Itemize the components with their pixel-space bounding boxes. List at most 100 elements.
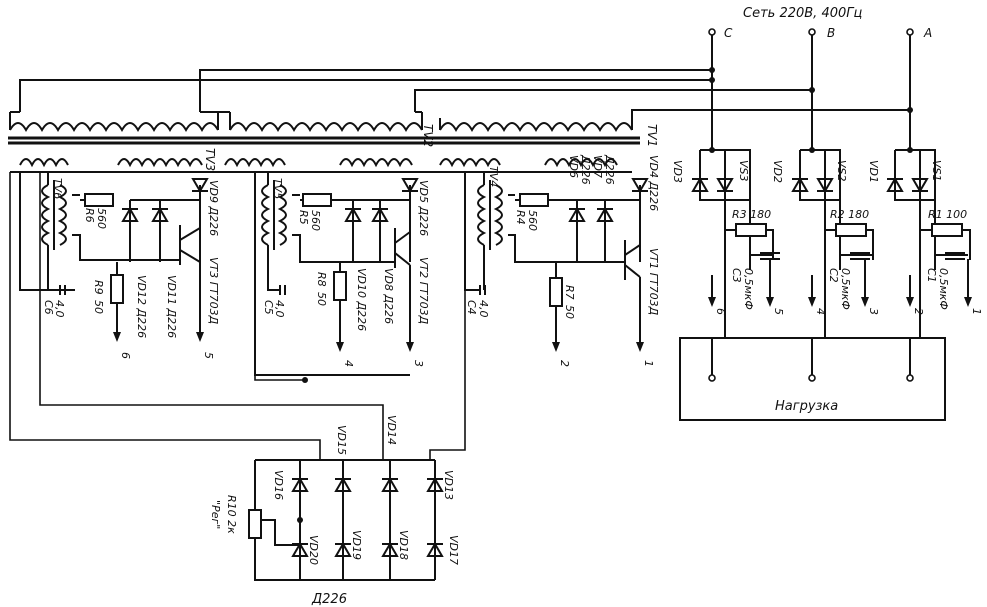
svg-text:VD16: VD16 xyxy=(272,470,285,500)
svg-text:VD3: VD3 xyxy=(671,160,684,183)
svg-text:50: 50 xyxy=(563,305,576,319)
svg-text:VS1: VS1 xyxy=(930,160,943,182)
svg-text:C2: C2 xyxy=(827,268,840,283)
svg-text:VD2: VD2 xyxy=(771,160,784,183)
stage-3 xyxy=(19,172,209,342)
stage-1 xyxy=(464,172,649,352)
svg-text:5: 5 xyxy=(202,352,215,359)
terminal-phase-b xyxy=(808,28,816,36)
thyristor-module-2 xyxy=(791,147,874,375)
tv6-primary xyxy=(41,184,51,246)
feedback-wire-3 xyxy=(254,375,305,381)
svg-text:R2 180: R2 180 xyxy=(830,208,869,221)
svg-text:VS2: VS2 xyxy=(835,160,848,182)
svg-text:TV5: TV5 xyxy=(271,178,284,199)
svg-text:4,0: 4,0 xyxy=(53,300,66,318)
svg-text:VD7: VD7 xyxy=(591,155,604,178)
bridge-type-label: Д226 xyxy=(311,592,347,607)
return-wire xyxy=(19,79,712,112)
svg-text:4: 4 xyxy=(814,308,827,315)
svg-text:4,0: 4,0 xyxy=(273,300,286,318)
svg-text:2: 2 xyxy=(558,360,571,367)
phase-c-label: С xyxy=(724,26,733,40)
svg-text:VD15: VD15 xyxy=(335,425,348,455)
svg-text:TV6: TV6 xyxy=(51,178,64,199)
svg-text:VD19: VD19 xyxy=(350,530,363,560)
feed-wire-a xyxy=(631,109,910,118)
svg-text:2: 2 xyxy=(912,308,925,315)
secondary-windings xyxy=(19,158,618,168)
svg-text:0,5мкФ: 0,5мкФ xyxy=(937,268,950,310)
tv1-label: TV1 xyxy=(645,124,659,147)
svg-text:50: 50 xyxy=(315,292,328,306)
feedback-wire-4 xyxy=(429,290,466,460)
thyristor-module-3 xyxy=(691,147,780,375)
terminal-phase-a xyxy=(906,28,914,36)
svg-text:VD17: VD17 xyxy=(447,535,460,565)
feed-wire-b xyxy=(414,89,812,112)
svg-text:3: 3 xyxy=(867,308,880,315)
feedback-wire-2 xyxy=(39,172,384,460)
svg-text:50: 50 xyxy=(92,300,105,314)
load-label: Нагрузка xyxy=(775,399,838,414)
svg-text:C1: C1 xyxy=(925,268,938,283)
r6-resistor xyxy=(84,193,114,207)
svg-text:4: 4 xyxy=(342,360,355,367)
svg-text:VT2 ГТ703Д: VT2 ГТ703Д xyxy=(417,257,430,325)
svg-text:VD5 Д226: VD5 Д226 xyxy=(417,180,430,236)
svg-text:R7: R7 xyxy=(563,285,576,300)
tv3-label: TV3 xyxy=(203,148,217,171)
svg-text:R3 180: R3 180 xyxy=(732,208,771,221)
svg-text:0,5мкФ: 0,5мкФ xyxy=(839,268,852,310)
svg-text:1: 1 xyxy=(642,360,655,367)
svg-text:Д226: Д226 xyxy=(603,154,616,185)
phase-a-label: А xyxy=(923,26,932,40)
svg-text:C6: C6 xyxy=(42,300,55,315)
svg-text:VT3 ГТ703Д: VT3 ГТ703Д xyxy=(207,257,220,325)
svg-text:VD14: VD14 xyxy=(385,415,398,445)
svg-text:560: 560 xyxy=(309,210,322,231)
svg-text:4,0: 4,0 xyxy=(477,300,490,318)
svg-text:R10 2к: R10 2к xyxy=(225,495,238,534)
svg-text:VD1: VD1 xyxy=(867,160,880,183)
svg-text:560: 560 xyxy=(526,210,539,231)
phase-b-label: В xyxy=(827,26,835,40)
svg-text:560: 560 xyxy=(95,208,108,229)
svg-text:6: 6 xyxy=(119,352,132,359)
svg-text:C4: C4 xyxy=(465,300,478,315)
feedback-wire-1 xyxy=(9,172,321,460)
svg-text:VD13: VD13 xyxy=(442,470,455,500)
svg-text:TV4: TV4 xyxy=(487,166,500,187)
tv6-secondary xyxy=(57,184,67,246)
primary-windings xyxy=(8,111,640,145)
stage-2 xyxy=(254,172,419,376)
svg-text:6: 6 xyxy=(714,308,727,315)
svg-text:VD4 Д226: VD4 Д226 xyxy=(647,155,660,211)
svg-text:1: 1 xyxy=(970,308,983,315)
svg-text:VD11 Д226: VD11 Д226 xyxy=(165,275,178,338)
svg-text:C5: C5 xyxy=(262,300,275,315)
svg-text:Д226: Д226 xyxy=(579,154,592,185)
svg-text:VD9 Д226: VD9 Д226 xyxy=(207,180,220,236)
svg-text:R5: R5 xyxy=(297,210,310,225)
svg-text:R9: R9 xyxy=(92,280,105,295)
tv2-label: TV2 xyxy=(421,124,435,147)
svg-text:VD6: VD6 xyxy=(567,155,580,178)
svg-text:VT1 ГТ703Д: VT1 ГТ703Д xyxy=(647,248,660,316)
r9-resistor xyxy=(110,274,124,304)
svg-text:R6: R6 xyxy=(83,208,96,223)
svg-text:3: 3 xyxy=(412,360,425,367)
svg-text:R8: R8 xyxy=(315,272,328,287)
svg-text:R1 100: R1 100 xyxy=(928,208,967,221)
svg-text:VD10 Д226: VD10 Д226 xyxy=(355,268,368,331)
svg-text:VD18: VD18 xyxy=(397,530,410,560)
terminal-phase-c xyxy=(708,28,716,36)
svg-text:C3: C3 xyxy=(730,268,743,283)
svg-text:VS3: VS3 xyxy=(737,160,750,182)
svg-text:5: 5 xyxy=(772,308,785,315)
feed-wire-c xyxy=(199,69,712,112)
thyristor-module-1 xyxy=(886,147,972,375)
svg-text:VD20: VD20 xyxy=(307,535,320,565)
svg-text:"Рег": "Рег" xyxy=(209,500,222,529)
